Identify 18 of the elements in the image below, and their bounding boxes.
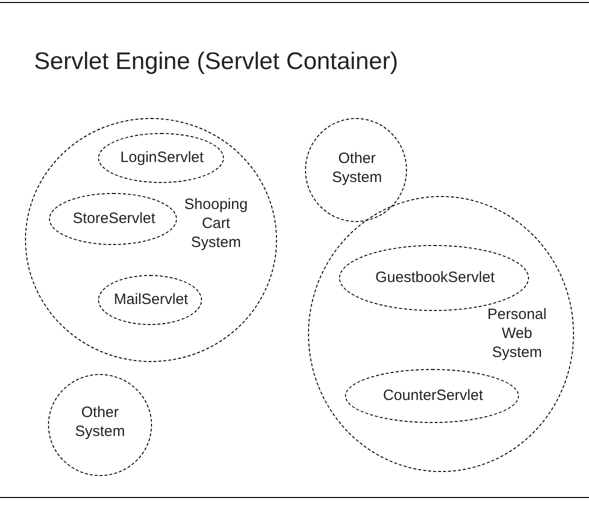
node-label: CounterServlet (382, 386, 484, 405)
system-circle (305, 118, 407, 222)
servlet-ellipse (98, 275, 202, 325)
node-label: Other System (74, 403, 126, 441)
servlet-ellipse (98, 133, 224, 183)
node-label: LoginServlet (119, 148, 205, 167)
node-label: GuestbookServlet (374, 268, 496, 287)
title: Servlet Engine (Servlet Container) (34, 48, 398, 76)
node-label: Personal Web System (486, 305, 548, 362)
node-label: Other System (330, 149, 383, 187)
node-label: StoreServlet (72, 209, 156, 228)
servlet-ellipse (345, 369, 519, 423)
servlet-ellipse (49, 193, 177, 245)
system-circle (308, 196, 574, 472)
system-circle (48, 374, 152, 476)
system-circle (25, 118, 277, 362)
node-label: MailServlet (112, 290, 190, 309)
node-label: Shooping Cart System (183, 195, 249, 252)
